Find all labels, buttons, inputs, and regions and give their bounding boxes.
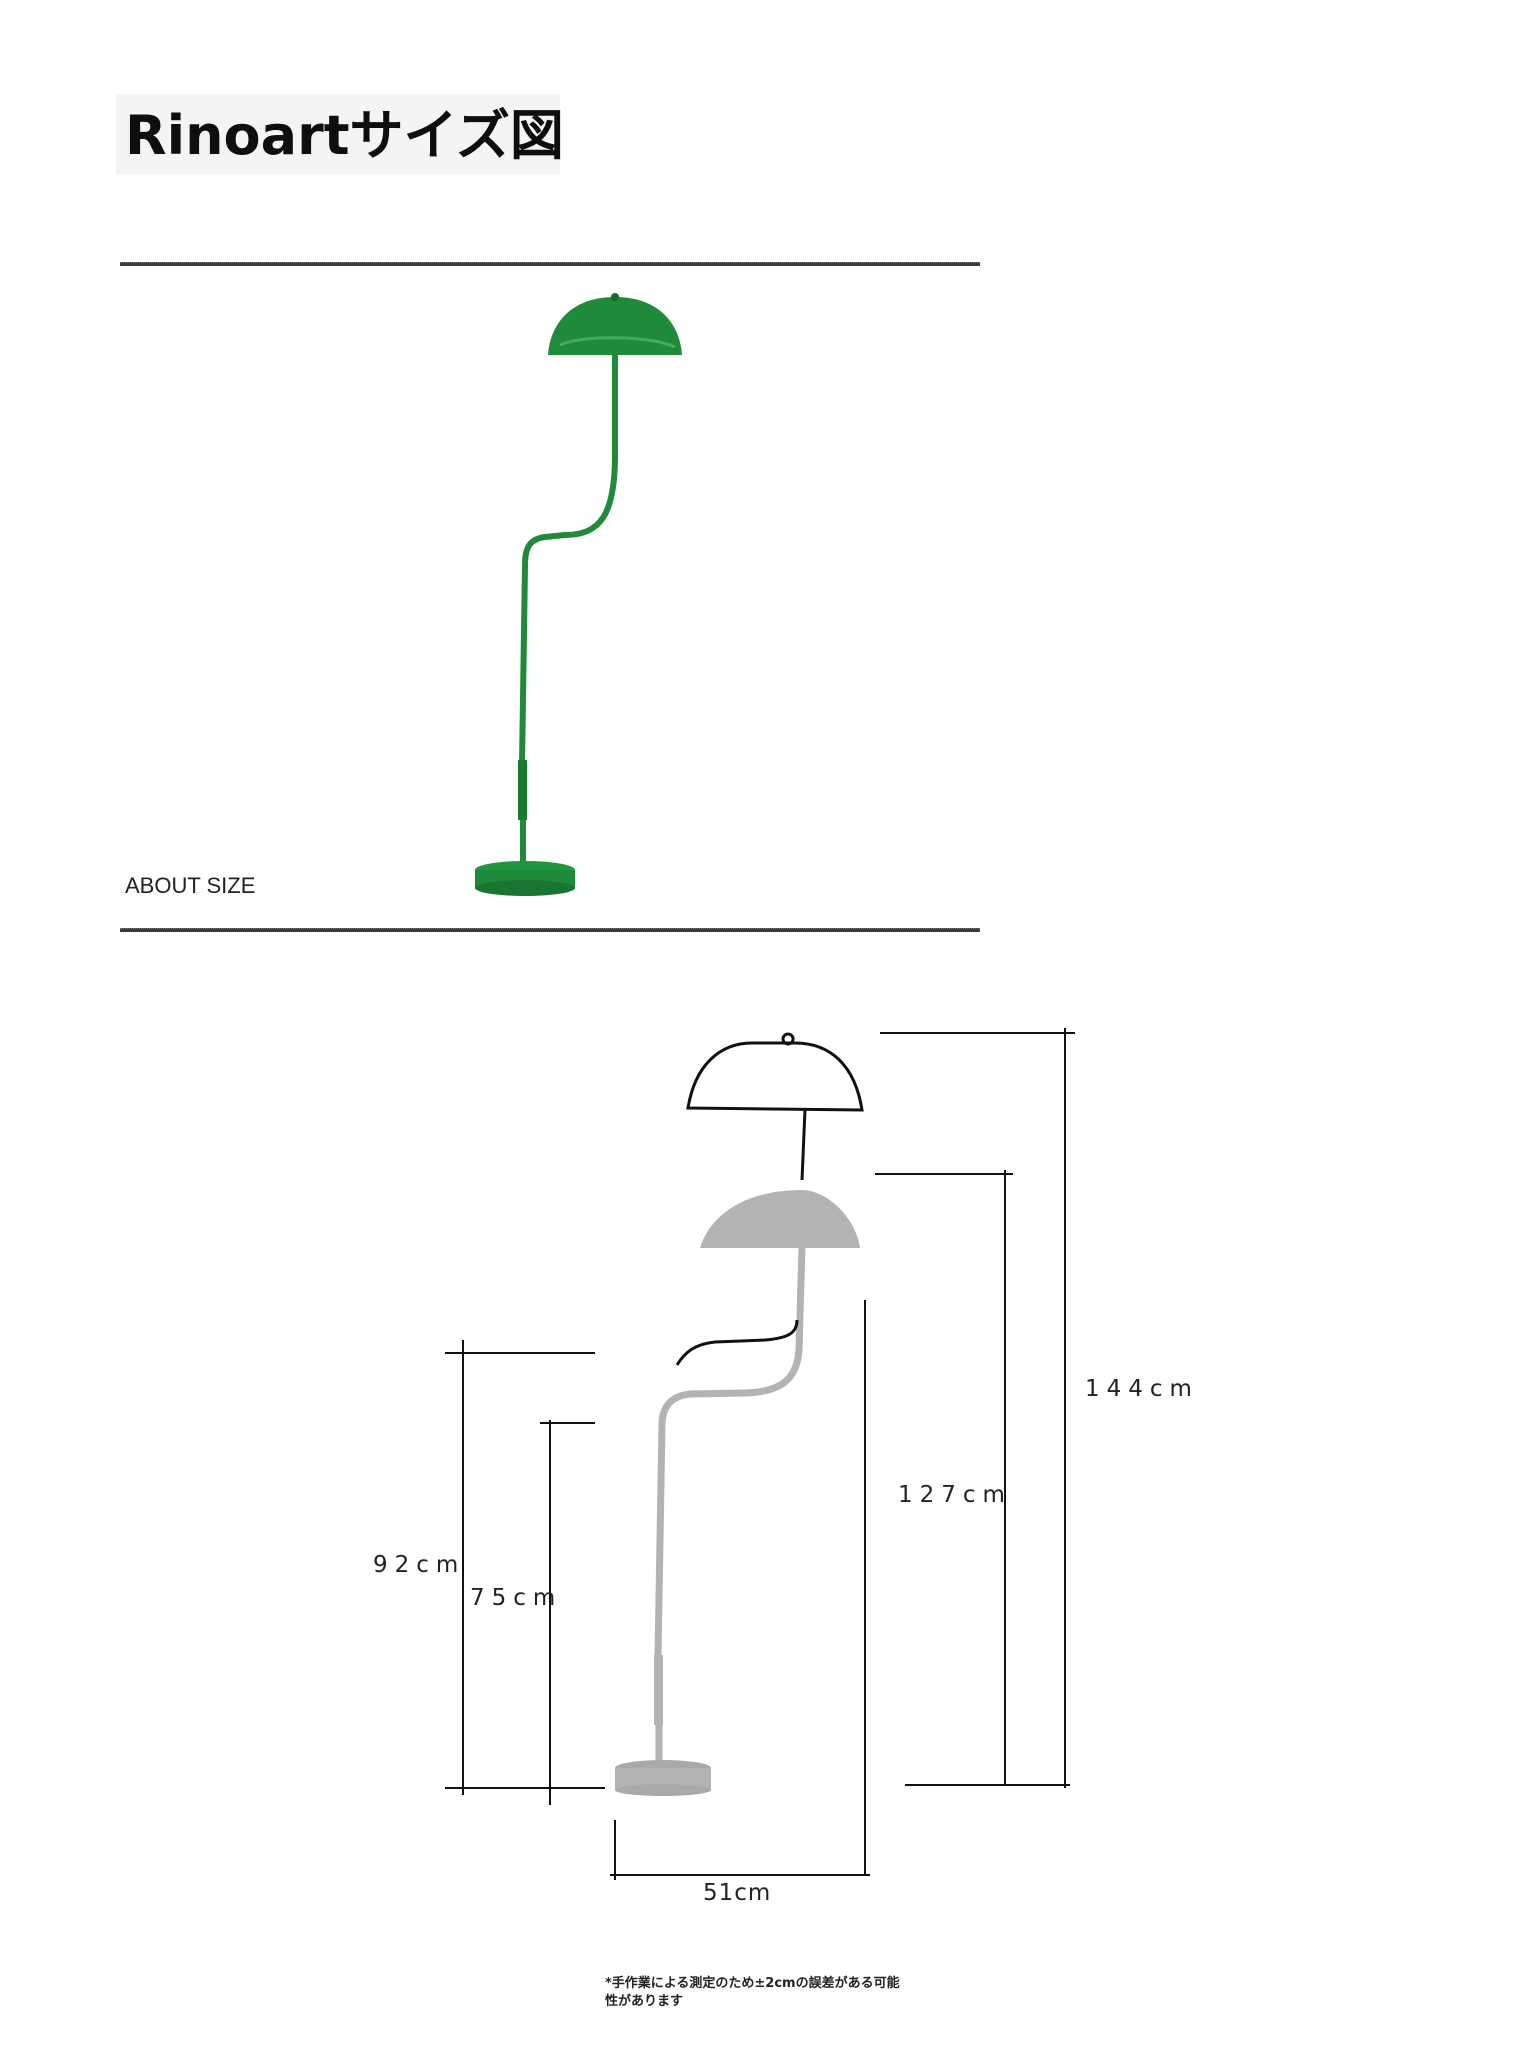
raised-shade-outline	[686, 1032, 864, 1181]
lamp-shade	[548, 297, 682, 355]
section-label: ABOUT SIZE	[125, 873, 256, 898]
dimension-144	[880, 1028, 1075, 1788]
dimension-51	[610, 1300, 870, 1880]
dimension-92	[445, 1340, 605, 1795]
dimension-label-75: 75cm	[470, 1585, 563, 1611]
measurement-note-line2: 性があります	[605, 1994, 684, 2009]
product-photo	[475, 293, 682, 896]
title-background	[116, 94, 560, 174]
dimension-label-127: 127cm	[898, 1482, 1012, 1508]
dimension-label-92: 92cm	[373, 1552, 466, 1578]
raised-arm-outline	[675, 1319, 799, 1366]
dimension-label-144: 144cm	[1085, 1376, 1199, 1402]
lamp-stem	[519, 355, 618, 766]
measurement-note: *手作業による測定のため±2cmの誤差がある可能 性があります	[605, 1975, 965, 2011]
dimension-label-51: 51cm	[703, 1880, 772, 1906]
measurement-note-line1: *手作業による測定のため±2cmの誤差がある可能	[605, 1976, 900, 1991]
dimension-75	[540, 1420, 595, 1805]
lamp-silhouette	[700, 1190, 860, 1248]
bottom-divider	[120, 928, 980, 932]
size-diagram	[445, 1028, 1075, 1880]
dimension-127	[875, 1170, 1013, 1786]
page-title: Rinoartサイズ図	[125, 104, 564, 167]
top-divider	[120, 262, 980, 266]
